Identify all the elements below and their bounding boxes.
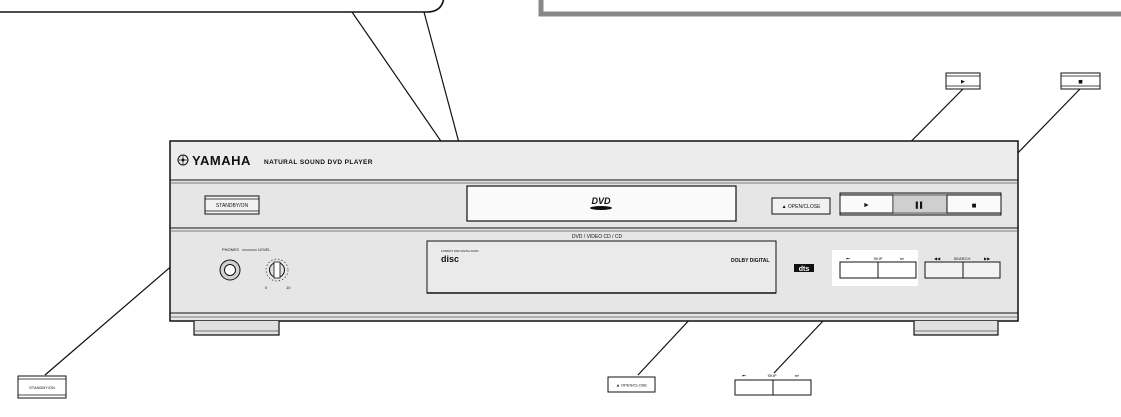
dts-logo: dts <box>799 266 810 273</box>
search-fwd-button[interactable] <box>962 261 1001 279</box>
info-box-frame <box>538 0 1121 17</box>
standby-callout-label: STANDBY/ON <box>29 385 55 390</box>
yamaha-logo-icon <box>177 154 189 166</box>
skip-prev-glyph: ⏮ <box>846 256 850 261</box>
dts-logo-badge <box>794 264 814 272</box>
skip-label: SKIP <box>873 256 882 261</box>
search-label: SEARCH <box>954 256 971 261</box>
search-rev-glyph: ◀◀ <box>934 256 941 261</box>
pause-button-icon: ▌▌ <box>916 201 925 209</box>
search-fwd-glyph: ▶▶ <box>984 256 991 261</box>
phones-jack[interactable] <box>219 259 241 281</box>
model-title: NATURAL SOUND DVD PLAYER <box>264 159 373 166</box>
display-callout-bubble <box>0 0 445 13</box>
level-knob[interactable] <box>265 258 289 282</box>
skip-prev-button[interactable] <box>839 261 879 279</box>
compact-disc-logo: COMPACT DISC DIGITAL AUDIO <box>441 250 479 253</box>
stop-callout: ■ <box>1060 72 1101 90</box>
format-label: DVD / VIDEO CD / CD <box>572 234 623 240</box>
level-max-label: 10 <box>286 285 291 290</box>
level-min-label: 0 <box>265 285 268 290</box>
stop-button[interactable]: ■ <box>946 194 1002 214</box>
play-button-icon: ► <box>863 202 870 209</box>
skip-callout-prev-glyph: ⏮ <box>742 373 746 378</box>
dolby-digital-logo: DOLBY DIGITAL <box>731 258 769 264</box>
dvd-logo: DVD <box>591 196 611 206</box>
skip-callout-next-glyph: ⏭ <box>795 373 799 378</box>
open-close-button-label: ▲ OPEN/CLOSE <box>782 204 822 210</box>
compact-disc-disc-icon: disc <box>441 254 459 264</box>
play-callout: ► <box>945 72 981 90</box>
standby-callout: STANDBY/ON <box>17 375 67 399</box>
display-window <box>466 185 737 222</box>
stop-button-icon: ■ <box>972 201 977 210</box>
standby-button-label: STANDBY/ON <box>216 203 249 209</box>
open-close-callout: ▲ OPEN/CLOSE <box>607 376 656 393</box>
open-close-callout-label: ▲ OPEN/CLOSE <box>616 383 647 388</box>
open-close-button[interactable]: ▲ OPEN/CLOSE <box>771 197 831 215</box>
right-foot <box>913 321 999 336</box>
skip-callout: ⏮ SKIP ⏭ <box>734 373 812 396</box>
skip-next-glyph: ⏭ <box>900 256 904 261</box>
skip-callout-label: SKIP <box>767 373 776 378</box>
search-rev-button[interactable] <box>924 261 964 279</box>
level-label: LEVEL <box>258 247 271 252</box>
play-callout-icon: ► <box>960 79 966 86</box>
dvd-logo-disc-icon <box>590 206 612 210</box>
phones-label: PHONES <box>222 247 239 252</box>
standby-button[interactable]: STANDBY/ON <box>204 195 260 215</box>
left-foot <box>193 321 280 336</box>
play-button[interactable]: ► <box>839 194 894 214</box>
front-panel-top <box>171 142 1017 180</box>
disc-tray[interactable] <box>426 240 777 294</box>
skip-next-button[interactable] <box>877 261 917 279</box>
stop-callout-icon: ■ <box>1078 77 1083 86</box>
pause-button[interactable]: ▌▌ <box>892 194 948 214</box>
brand-name: YAMAHA <box>192 153 251 168</box>
